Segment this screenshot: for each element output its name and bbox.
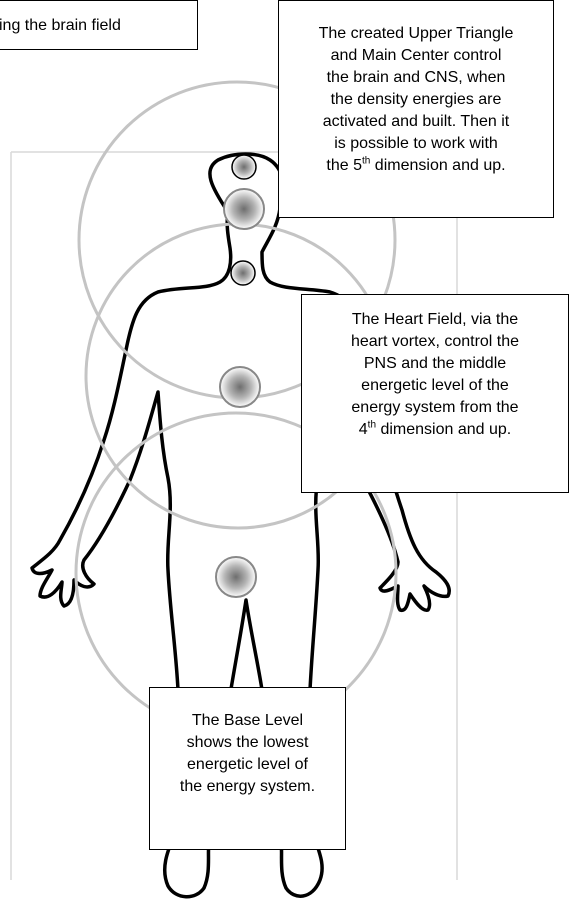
heart-note-last-line: 4th dimension and up. bbox=[302, 419, 568, 441]
base-center bbox=[216, 557, 256, 597]
main-center bbox=[224, 189, 264, 229]
base-note-line: shows the lowest bbox=[150, 732, 345, 754]
heart-note-line: energy system from the bbox=[302, 397, 568, 419]
heart-note-line: The Heart Field, via the bbox=[302, 309, 568, 331]
throat-center bbox=[231, 261, 255, 285]
base-note-line: energetic level of bbox=[150, 754, 345, 776]
upper-note-last-line: the 5th dimension and up. bbox=[279, 155, 553, 177]
upper-note-line: and Main Center control bbox=[279, 45, 553, 67]
upper-note-line: activated and built. Then it bbox=[279, 111, 553, 133]
upper-triangle-note: The created Upper Triangle and Main Cent… bbox=[278, 0, 554, 218]
base-note-line: The Base Level bbox=[150, 710, 345, 732]
heart-note-line: PNS and the middle bbox=[302, 353, 568, 375]
upper-note-line: The created Upper Triangle bbox=[279, 23, 553, 45]
upper-note-line: the density energies are bbox=[279, 89, 553, 111]
crown-center bbox=[232, 155, 256, 179]
heart-field-note: The Heart Field, via the heart vortex, c… bbox=[301, 294, 569, 493]
brain-field-label-box: ing the brain field bbox=[0, 0, 198, 50]
brain-field-label: ing the brain field bbox=[0, 17, 121, 34]
base-note-line: the energy system. bbox=[150, 776, 345, 798]
upper-note-line: is possible to work with bbox=[279, 133, 553, 155]
heart-note-line: energetic level of the bbox=[302, 375, 568, 397]
base-level-note: The Base Level shows the lowest energeti… bbox=[149, 687, 346, 850]
upper-note-line: the brain and CNS, when bbox=[279, 67, 553, 89]
heart-note-line: heart vortex, control the bbox=[302, 331, 568, 353]
heart-center bbox=[220, 367, 260, 407]
